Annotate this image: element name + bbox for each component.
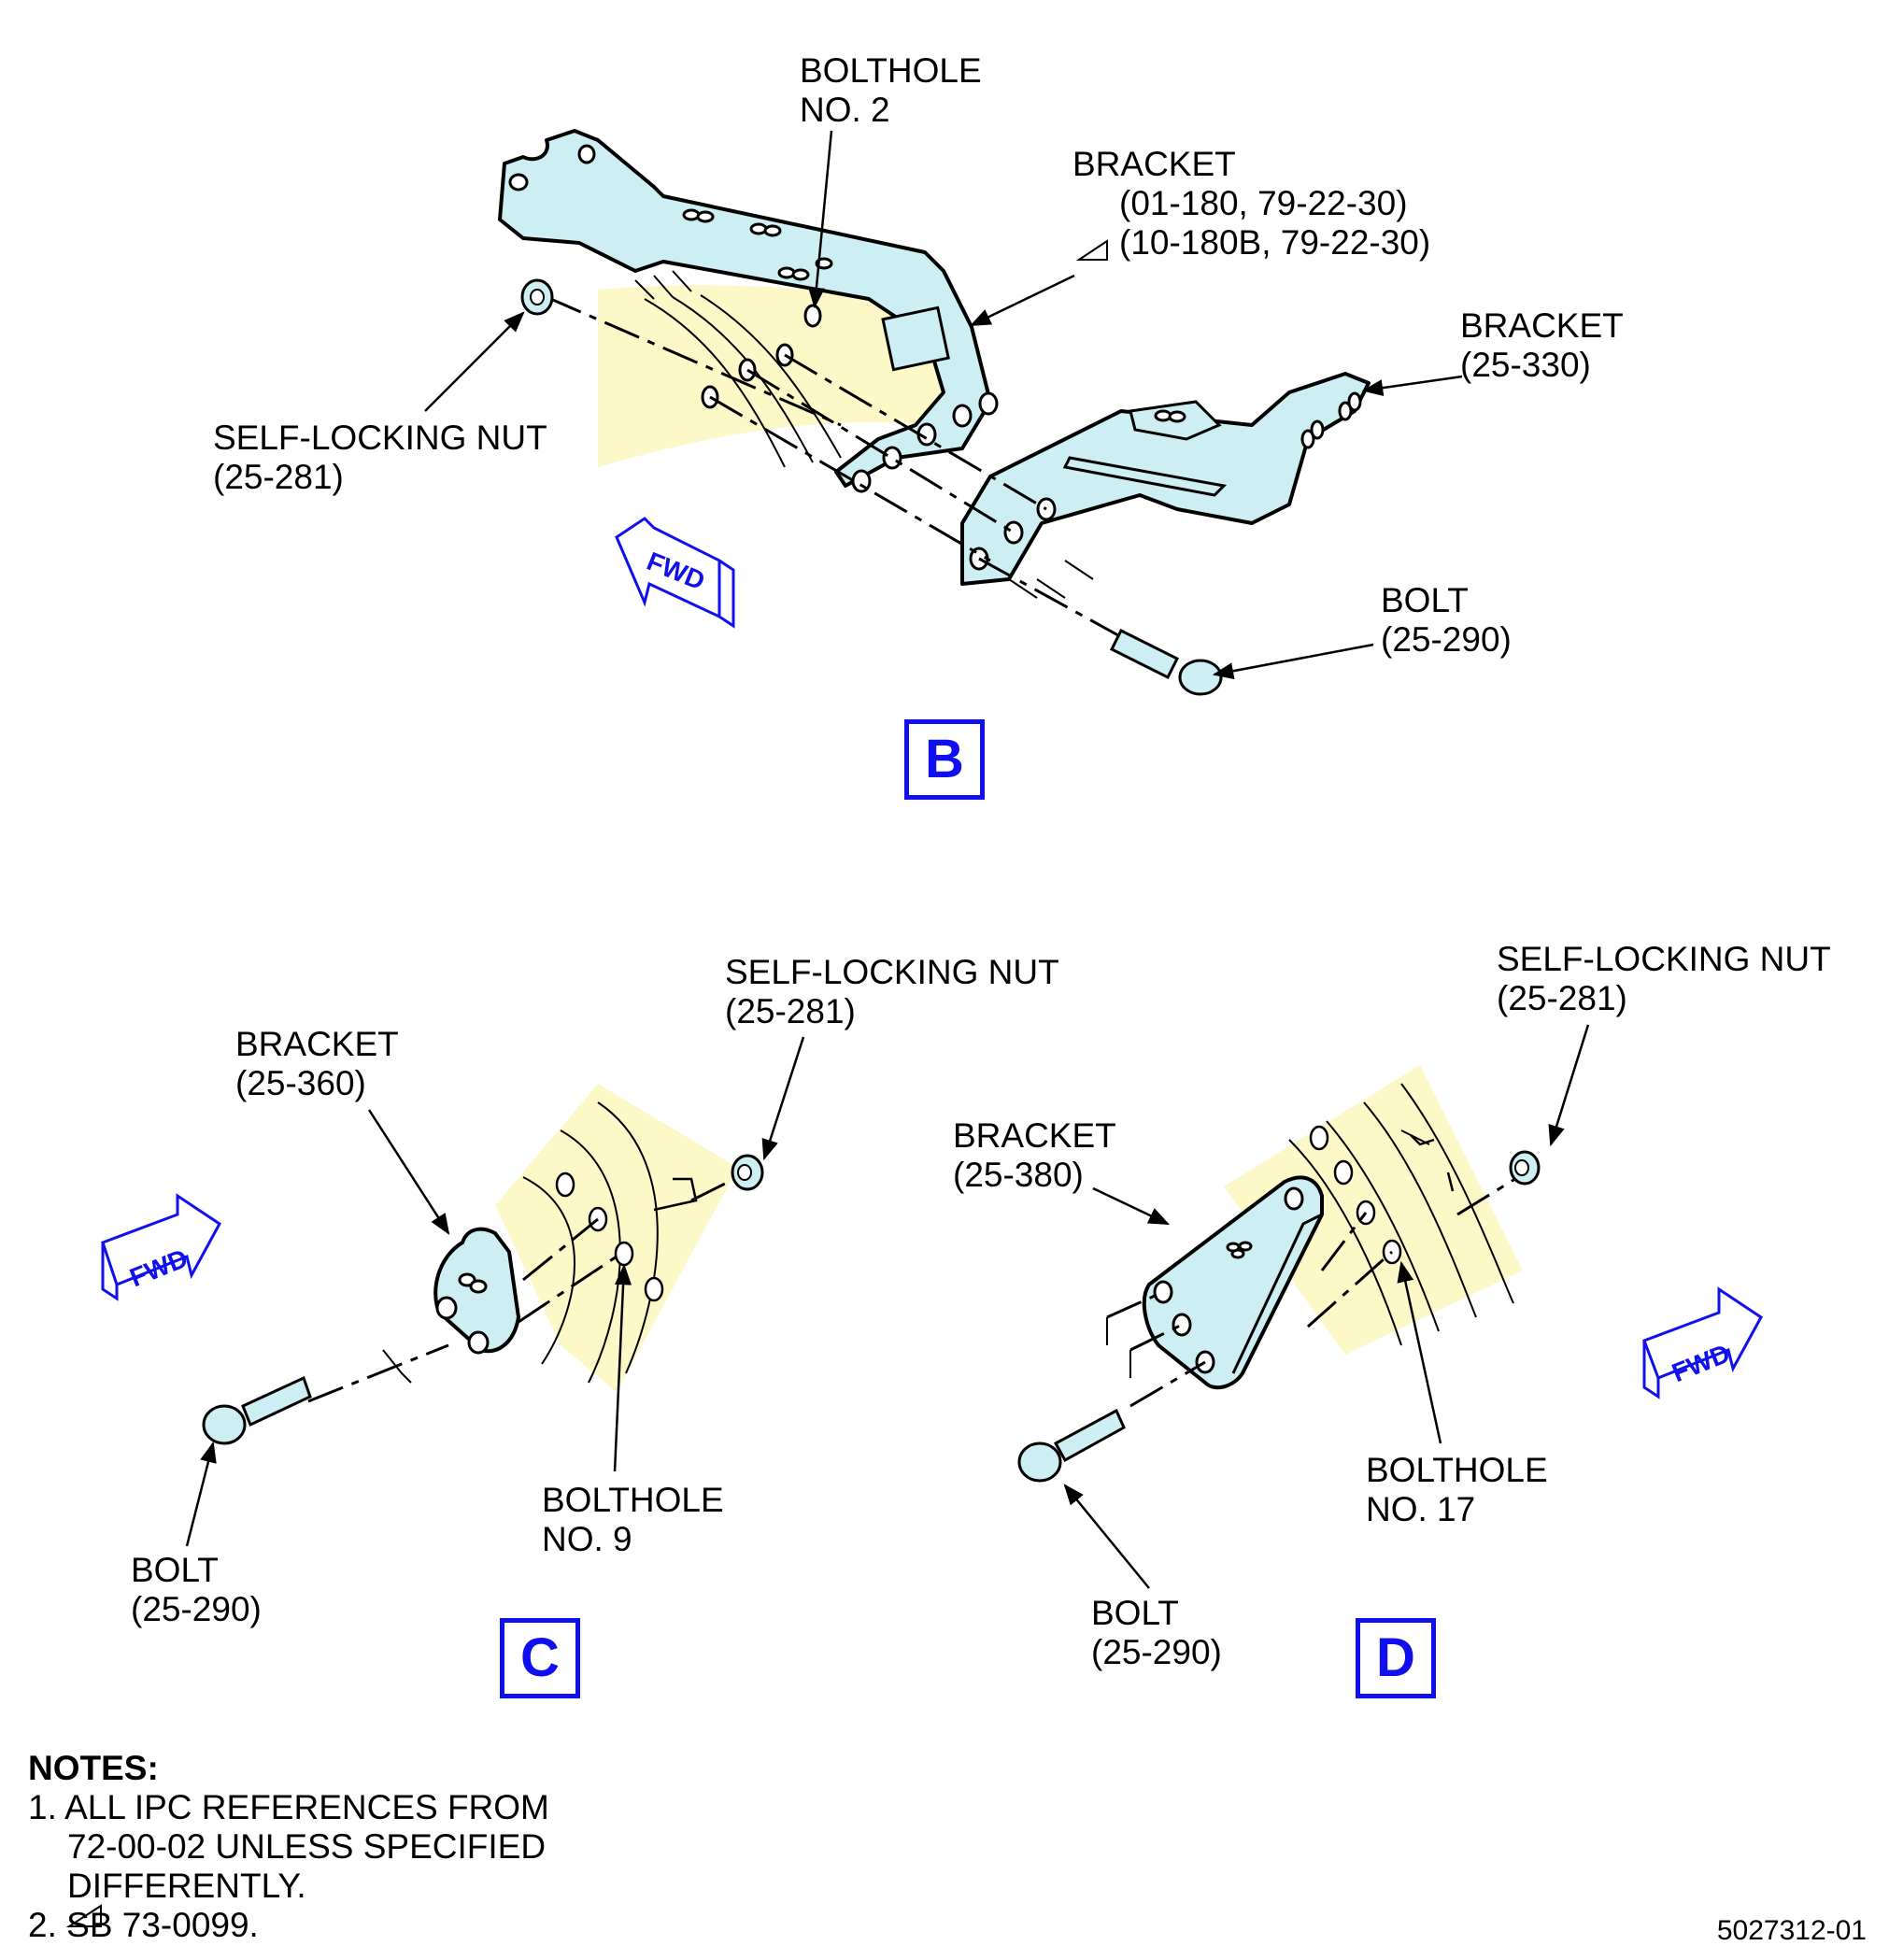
note-1-line-3: DIFFERENTLY. — [67, 1867, 306, 1905]
view-d-nut — [1509, 1150, 1541, 1186]
figure-number: 5027312-01 — [1716, 1915, 1867, 1946]
label-c-bolthole: BOLTHOLE NO. 9 — [542, 1481, 724, 1558]
view-b-box: B — [904, 719, 985, 800]
bracket-25-330 — [960, 372, 1371, 586]
bracket-01-180 — [498, 129, 992, 488]
view-b-fwd-arrow: FWD — [615, 517, 735, 629]
view-b-drawing: FWD — [424, 129, 1463, 696]
view-c-drawing: FWD — [101, 1036, 805, 1547]
view-b-nut — [520, 278, 554, 316]
note-1-line-2: 72-00-02 UNLESS SPECIFIED — [67, 1827, 547, 1866]
label-c-nut: SELF-LOCKING NUT (25-281) — [725, 953, 1059, 1030]
label-d-bolt: BOLT (25-290) — [1091, 1594, 1222, 1671]
view-b-bolt — [1109, 628, 1223, 696]
notes-heading: NOTES: — [28, 1749, 159, 1787]
bracket-label-plate — [881, 305, 950, 372]
view-d-bolt — [1017, 1408, 1126, 1483]
bracket-25-380 — [1142, 1175, 1324, 1390]
view-d-fwd-arrow: FWD — [1642, 1286, 1763, 1399]
view-c-case-band — [495, 1084, 738, 1392]
view-d-drawing: FWD — [1017, 1024, 1763, 1589]
label-b-nut: SELF-LOCKING NUT (25-281) — [213, 419, 547, 496]
label-c-bracket: BRACKET (25-360) — [235, 1025, 399, 1102]
view-c-nut — [731, 1154, 764, 1191]
label-d-bracket: BRACKET (25-380) — [953, 1116, 1116, 1194]
label-b-bolt: BOLT (25-290) — [1381, 581, 1512, 659]
view-c-fwd-arrow: FWD — [101, 1193, 221, 1301]
label-b-bracket-right: BRACKET (25-330) — [1460, 306, 1624, 384]
label-d-nut: SELF-LOCKING NUT (25-281) — [1497, 940, 1831, 1017]
view-c-box: C — [500, 1618, 580, 1698]
label-c-bolt: BOLT (25-290) — [131, 1551, 262, 1628]
label-d-bolthole: BOLTHOLE NO. 17 — [1366, 1451, 1548, 1528]
label-b-bolthole: BOLTHOLE NO. 2 — [800, 51, 982, 129]
view-b-case-band — [598, 285, 972, 467]
note-1-line-1: 1. ALL IPC REFERENCES FROM — [28, 1788, 549, 1826]
note-2: 2. SB 73-0099. — [28, 1906, 259, 1944]
view-c-bolt — [202, 1375, 312, 1445]
view-d-box: D — [1356, 1618, 1436, 1698]
notes-block: NOTES: 1. ALL IPC REFERENCES FROM 72-00-… — [28, 1749, 549, 1945]
label-b-bracket-main: BRACKET (01-180, 79-22-30) (10-180B, 79-… — [1072, 145, 1431, 262]
note2-delta-symbol — [65, 1904, 102, 1927]
